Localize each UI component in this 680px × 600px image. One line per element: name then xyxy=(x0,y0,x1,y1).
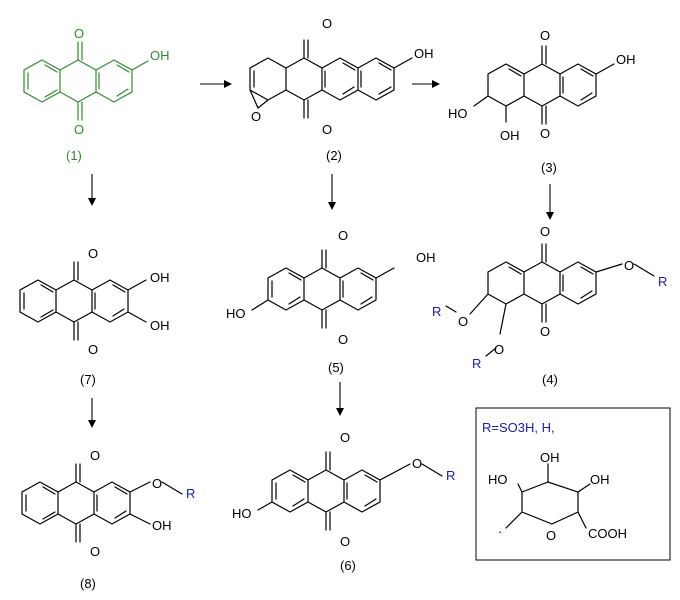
compound-4-ether-oxygen-2: O xyxy=(458,314,468,329)
compound-4-label: (4) xyxy=(542,372,558,387)
compound-3-structure: O O OH HO OH xyxy=(448,28,636,143)
compound-2-oxygen-top: O xyxy=(322,16,332,31)
compound-5-oxygen-bottom: O xyxy=(338,332,348,347)
compound-4-oxygen-top: O xyxy=(540,224,550,239)
r-group-legend: R=SO3H, H, OH HO OH O COOH · xyxy=(475,407,671,561)
compound-3-hydroxyl-2: HO xyxy=(448,106,468,121)
compound-7-oxygen-bottom: O xyxy=(88,342,98,357)
compound-6-label: (6) xyxy=(340,558,356,573)
compound-4-r-group-ring: R xyxy=(658,274,667,289)
glucuronide-carboxyl: COOH xyxy=(588,526,627,541)
arrow-1-to-2 xyxy=(200,80,232,88)
compound-4-r-group-1: R xyxy=(472,356,481,371)
legend-frame xyxy=(475,407,671,561)
compound-3-hydroxyl-ring: OH xyxy=(616,52,636,67)
compound-8-oxygen-bottom: O xyxy=(90,544,100,559)
compound-6-hydroxyl: HO xyxy=(232,506,252,521)
compound-4-structure: O O O R O R O R xyxy=(432,224,667,371)
compound-7-oxygen-top: O xyxy=(88,246,98,261)
compound-3-label: (3) xyxy=(541,160,557,175)
compound-8-hydroxyl: OH xyxy=(152,518,172,533)
glucuronide-ring-oxygen: O xyxy=(546,528,556,543)
compound-5-label: (5) xyxy=(328,360,344,375)
legend-r-definition: R=SO3H, H, xyxy=(482,420,555,435)
compound-2-oxygen-bottom: O xyxy=(322,122,332,137)
compound-7-structure: O O OH OH xyxy=(19,246,170,357)
arrow-7-to-8 xyxy=(88,398,96,428)
compound-1-oxygen-bottom: O xyxy=(74,122,84,137)
compound-7-hydroxyl-3: OH xyxy=(150,270,170,285)
compound-1-structure: O O OH xyxy=(23,26,170,137)
compound-7-label: (7) xyxy=(80,372,96,387)
compound-4-ether-oxygen-1: O xyxy=(494,342,504,357)
compound-5-oxygen-top: O xyxy=(338,228,348,243)
glucuronide-hydroxyl-right: OH xyxy=(590,472,610,487)
arrow-2-to-5 xyxy=(328,174,336,210)
compound-4-r-group-2: R xyxy=(432,304,441,319)
compound-5-structure: O O OH HO xyxy=(226,228,436,347)
arrow-2-to-3 xyxy=(412,80,440,88)
arrow-5-to-6 xyxy=(336,382,344,416)
compound-7-hydroxyl-2: OH xyxy=(150,318,170,333)
compound-8-ether-oxygen: O xyxy=(152,476,162,491)
compound-1-oxygen-top: O xyxy=(74,26,84,41)
compound-4-ether-oxygen-ring: O xyxy=(624,258,634,273)
compound-6-ether-oxygen: O xyxy=(412,456,422,471)
glucuronide-attachment-point: · xyxy=(498,524,502,539)
compound-6-oxygen-bottom: O xyxy=(340,534,350,549)
arrow-1-to-7 xyxy=(88,174,96,206)
compound-6-r-group: R xyxy=(446,468,455,483)
arrow-3-to-4 xyxy=(546,184,554,220)
compound-2-hydroxyl: OH xyxy=(414,46,434,61)
compound-8-label: (8) xyxy=(80,576,96,591)
compound-3-hydroxyl-1: OH xyxy=(500,128,520,143)
compound-5-hydroxyl-right: OH xyxy=(416,250,436,265)
compound-3-oxygen-top: O xyxy=(540,28,550,43)
compound-2-epoxide-oxygen: O xyxy=(251,109,261,124)
compound-6-oxygen-top: O xyxy=(340,430,350,445)
compound-3-oxygen-bottom: O xyxy=(540,126,550,141)
compound-8-r-group: R xyxy=(186,486,195,501)
compound-4-oxygen-bottom: O xyxy=(540,324,550,339)
compound-8-structure: O O O R OH xyxy=(21,448,195,559)
reaction-arrows xyxy=(88,80,554,428)
compound-8-oxygen-top: O xyxy=(90,448,100,463)
compound-6-structure: O O O R HO xyxy=(232,430,455,549)
compound-1-label: (1) xyxy=(66,148,82,163)
glucuronide-hydroxyl-top: OH xyxy=(540,450,560,465)
glucuronide-hydroxyl-left: HO xyxy=(488,472,508,487)
compound-1-hydroxyl: OH xyxy=(150,48,170,63)
compound-2-label: (2) xyxy=(326,148,342,163)
compound-5-hydroxyl-left: HO xyxy=(226,306,246,321)
compound-2-structure: O O O OH xyxy=(249,16,434,137)
glucuronic-acid-structure: OH HO OH O COOH · xyxy=(488,450,627,543)
